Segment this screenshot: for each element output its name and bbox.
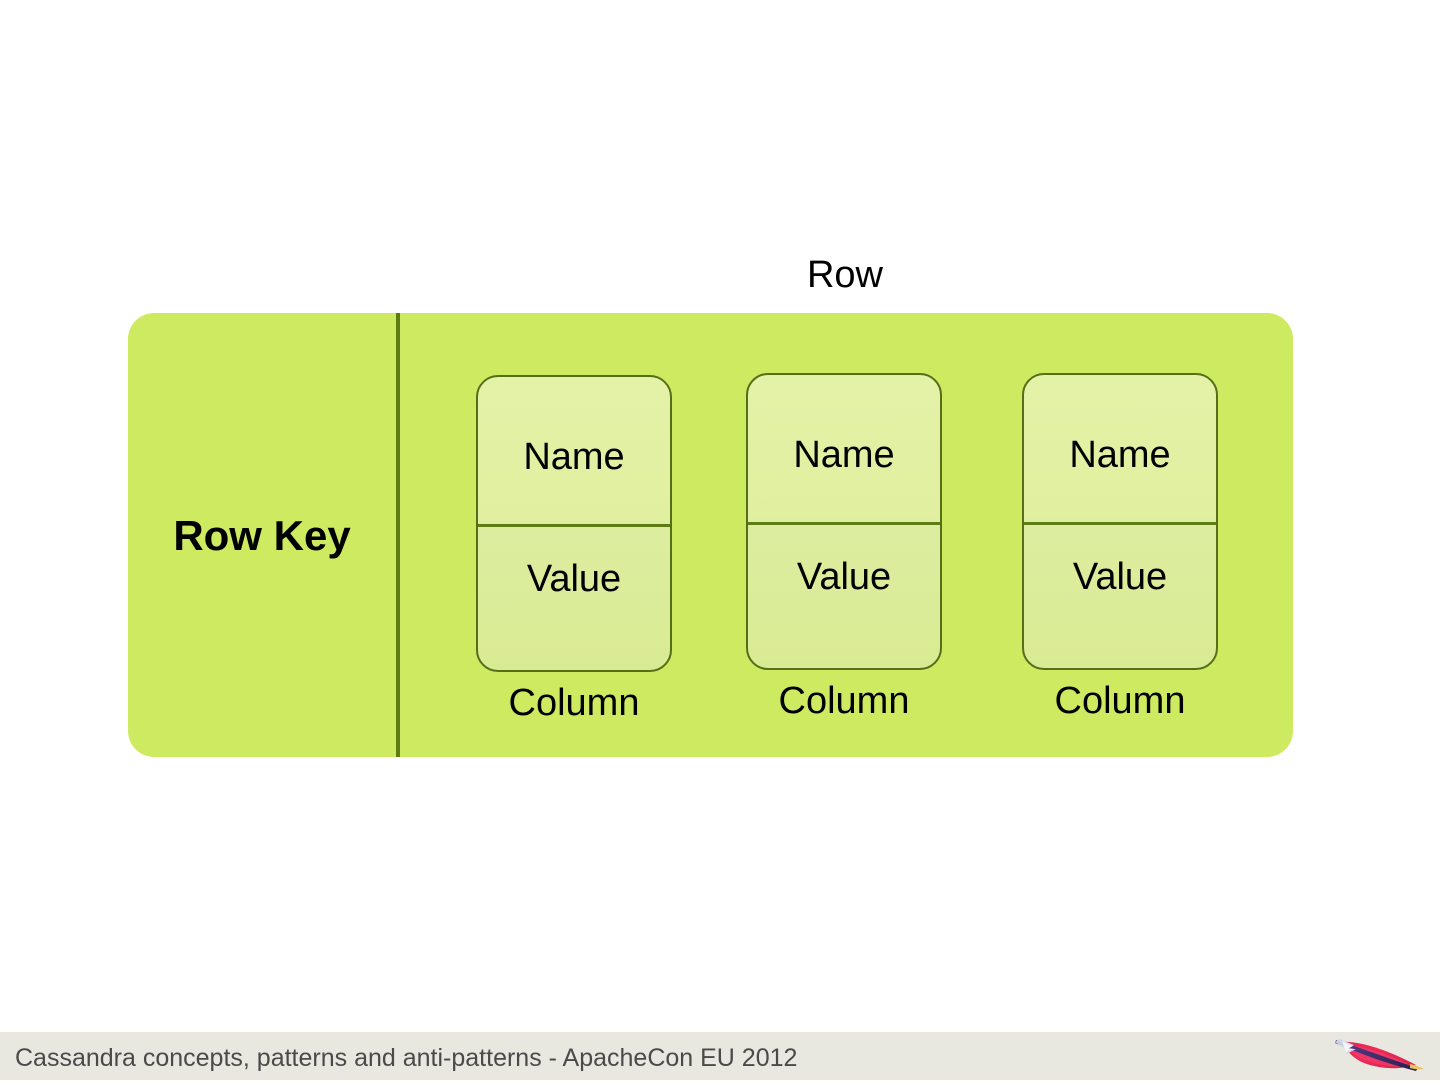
columns-area: Name Value Column Name Value (400, 313, 1293, 757)
column-name-label: Name (1069, 434, 1171, 476)
row-caption-label: Row (806, 254, 884, 296)
column-box: Name Value (746, 373, 942, 670)
column-value-half: Value (478, 523, 670, 671)
apache-feather-icon (1330, 1032, 1430, 1078)
row-key-divider (396, 313, 400, 757)
column-value-label: Value (1072, 555, 1168, 598)
row-key-label: Row Key (173, 512, 351, 559)
column-cell: Name Value Column (476, 375, 672, 724)
column-value-half: Value (1024, 521, 1216, 669)
column-value-label: Value (526, 557, 622, 600)
column-caption-label: Column (508, 682, 640, 724)
column-name-label: Name (793, 434, 895, 476)
column-name-half: Name (748, 375, 940, 522)
column-box: Name Value (1022, 373, 1218, 670)
footer-title: Cassandra concepts, patterns and anti-pa… (15, 1044, 798, 1072)
column-name-label: Name (523, 436, 625, 478)
footer-bar: Cassandra concepts, patterns and anti-pa… (0, 1032, 1440, 1080)
row-container: Row Key Name Value Column Name (128, 313, 1293, 757)
column-value-half: Value (748, 521, 940, 669)
column-box: Name Value (476, 375, 672, 672)
column-cell: Name Value Column (1022, 373, 1218, 722)
column-name-half: Name (1024, 375, 1216, 522)
column-cell: Name Value Column (746, 373, 942, 722)
column-name-half: Name (478, 377, 670, 524)
column-caption-label: Column (1054, 680, 1186, 722)
column-caption-label: Column (778, 680, 910, 722)
column-value-label: Value (796, 555, 892, 598)
